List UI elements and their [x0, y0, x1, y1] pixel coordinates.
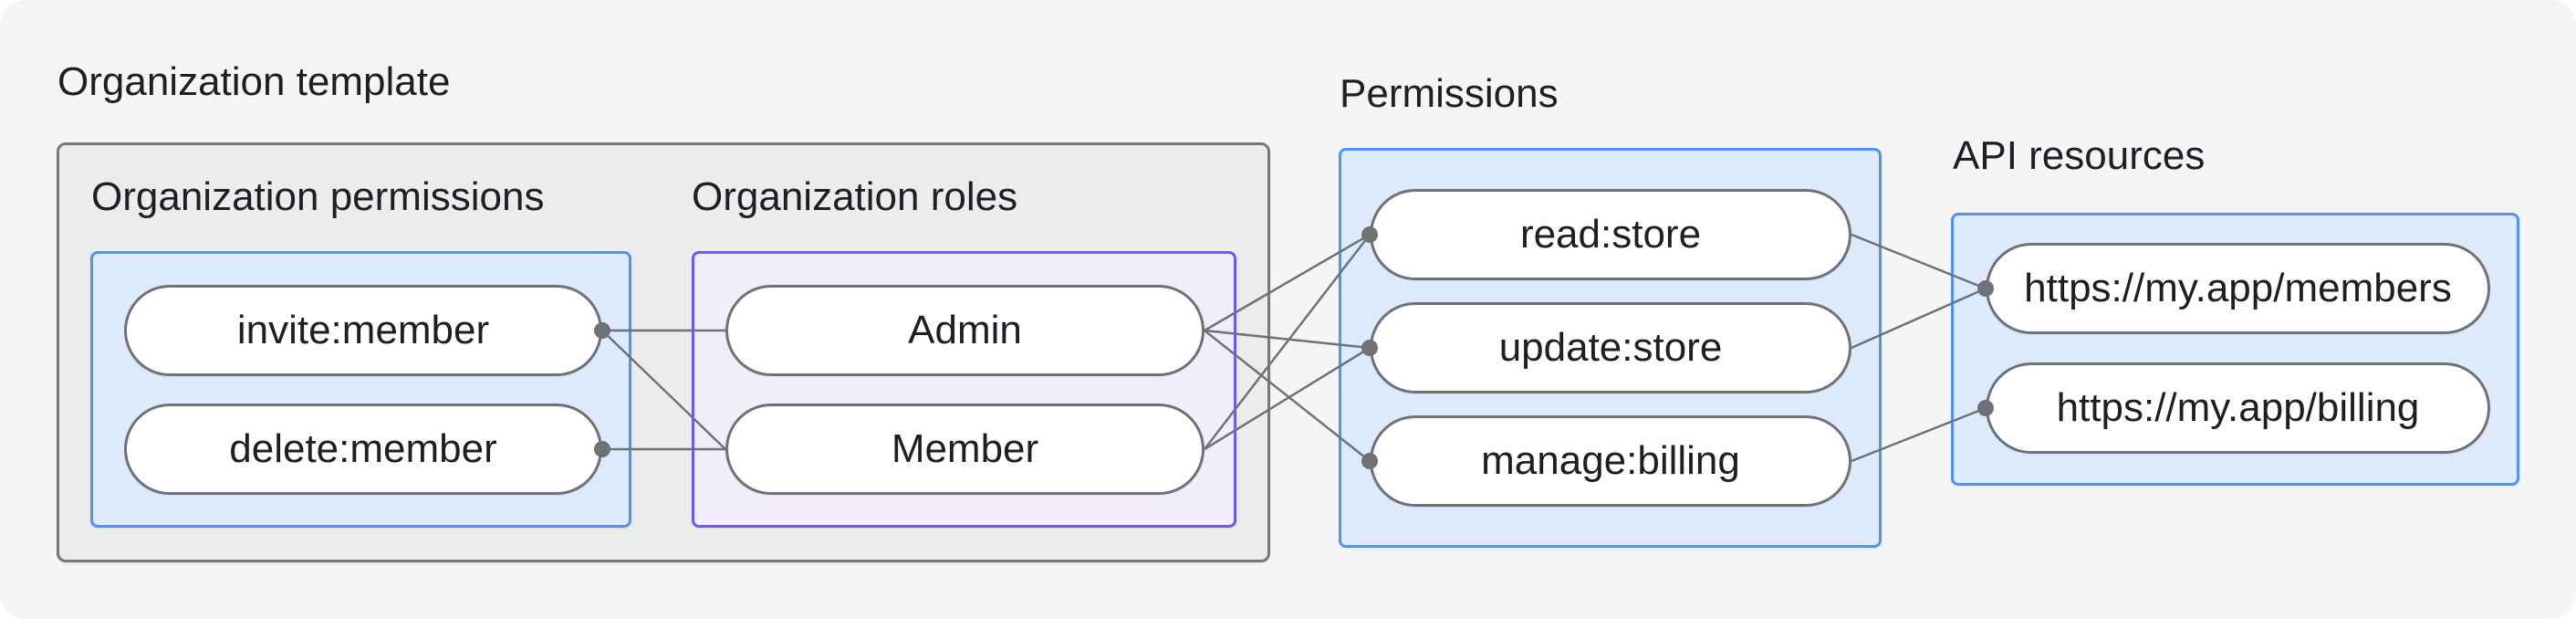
pill-invite-member: invite:member: [124, 285, 602, 376]
api-resources-heading: API resources: [1953, 133, 2206, 178]
permissions-heading: Permissions: [1340, 71, 1559, 116]
pill-admin-role: Admin: [725, 285, 1205, 376]
pill-api-members-url: https://my.app/members: [1986, 243, 2490, 334]
pill-member-role: Member: [725, 404, 1205, 495]
org-permissions-heading: Organization permissions: [91, 174, 545, 219]
pill-delete-member: delete:member: [124, 404, 602, 495]
pill-read-store: read:store: [1370, 189, 1851, 280]
org-template-heading: Organization template: [57, 59, 451, 104]
pill-manage-billing: manage:billing: [1370, 415, 1851, 507]
pill-api-billing-url: https://my.app/billing: [1986, 362, 2490, 454]
org-roles-heading: Organization roles: [692, 174, 1018, 219]
pill-update-store: update:store: [1370, 302, 1851, 393]
